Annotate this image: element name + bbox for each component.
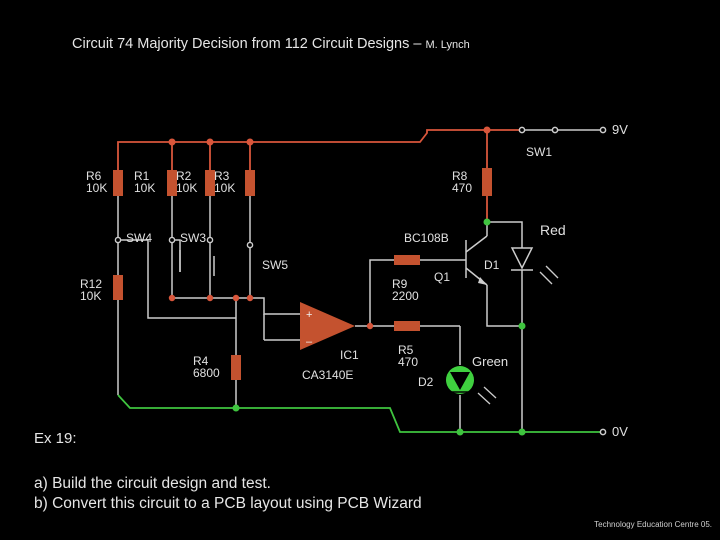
r5-body xyxy=(394,321,420,331)
supply-0v-label: 0V xyxy=(612,424,628,439)
negative-rail xyxy=(117,394,600,433)
page-title: Circuit 74 Majority Decision from 112 Ci… xyxy=(72,36,470,52)
r3-body xyxy=(245,170,255,196)
ic1-op-amp xyxy=(300,302,355,350)
footer-credit: Technology Education Centre 05. xyxy=(594,520,712,529)
q1-name-label: Q1 xyxy=(434,270,451,284)
sw1-switch xyxy=(518,126,607,134)
r2-body xyxy=(205,170,215,196)
switch-blades xyxy=(179,250,215,276)
zero-volt-terminal xyxy=(599,428,607,436)
title-main: Circuit 74 Majority Decision from 112 Ci… xyxy=(72,36,426,52)
signal-junctions xyxy=(168,294,374,330)
r1-body xyxy=(167,170,177,196)
d1-colour-label: Red xyxy=(540,222,566,238)
negative-junctions xyxy=(232,218,526,436)
q1-type-label: BC108B xyxy=(404,231,449,245)
r12-body xyxy=(113,275,123,300)
sw1-label: SW1 xyxy=(526,145,553,159)
r6-body xyxy=(113,170,123,196)
r9-body xyxy=(394,255,420,265)
exercise-label: Ex 19: xyxy=(34,430,77,447)
ic1-plus-mark: + xyxy=(306,309,312,321)
positive-rail xyxy=(117,129,522,222)
ic1-name-label: IC1 xyxy=(340,348,359,362)
r8-body xyxy=(482,168,492,196)
d1-led xyxy=(510,247,559,285)
sw4-label: SW4 xyxy=(126,231,153,245)
exercise-task-b: b) Convert this circuit to a PCB layout … xyxy=(34,495,422,512)
d2-led xyxy=(446,366,497,405)
d2-colour-label: Green xyxy=(472,354,509,369)
q1-transistor xyxy=(478,277,487,285)
resistors xyxy=(113,168,492,380)
r4-body xyxy=(231,355,241,380)
sw5-label: SW5 xyxy=(262,258,289,272)
sw4-switch xyxy=(114,236,122,244)
ic1-minus-mark: – xyxy=(306,336,313,348)
sw3-sw5-switches xyxy=(168,236,254,249)
ic1-type-label: CA3140E xyxy=(302,368,354,382)
d1-name-label: D1 xyxy=(484,258,500,272)
supply-9v-label: 9V xyxy=(612,122,628,137)
title-author: M. Lynch xyxy=(425,39,470,51)
d2-name-label: D2 xyxy=(418,375,434,389)
exercise-task-a: a) Build the circuit design and test. xyxy=(34,475,271,492)
sw3-label: SW3 xyxy=(180,231,207,245)
positive-junctions xyxy=(168,126,491,146)
